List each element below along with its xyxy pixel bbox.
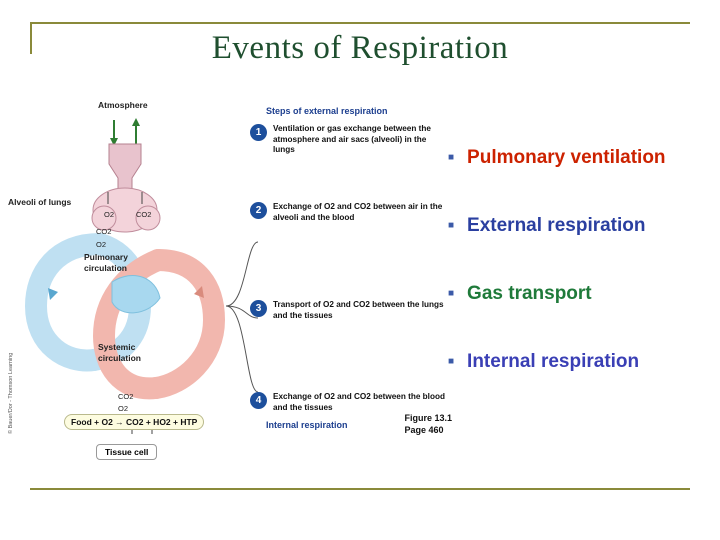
list-item: ■ Gas transport: [448, 282, 720, 308]
figure-caption: Figure 13.1 Page 460: [404, 412, 452, 436]
list-item: ■ Pulmonary ventilation: [448, 146, 720, 172]
bullet-label-gas-transport: Gas transport: [467, 283, 592, 304]
bullet-label-pulmonary-ventilation: Pulmonary ventilation: [467, 147, 666, 168]
step-2: 2 Exchange of O2 and CO2 between air in …: [250, 202, 449, 223]
steps-heading: Steps of external respiration: [266, 106, 388, 116]
bottom-rule: [30, 488, 690, 490]
step-4-number: 4: [250, 392, 267, 409]
step-1-number: 1: [250, 124, 267, 141]
label-alveoli-of-lungs: Alveoli of lungs: [8, 197, 72, 207]
step-2-text: Exchange of O2 and CO2 between air in th…: [273, 202, 443, 222]
label-o2-alveoli: O2: [96, 240, 107, 249]
label-co2-tissue: CO2: [118, 392, 134, 401]
figure-caption-line1: Figure 13.1: [404, 413, 452, 423]
step-3: 3 Transport of O2 and CO2 between the lu…: [250, 300, 449, 321]
label-co2-alveoli: CO2: [96, 227, 112, 236]
step-3-number: 3: [250, 300, 267, 317]
bullet-list: ■ Pulmonary ventilation ■ External respi…: [448, 146, 720, 418]
diagram-graphic: [24, 118, 259, 434]
respiration-diagram: Atmosphere Alveoli of lungs O2 CO2 CO2 O…: [8, 92, 460, 470]
bullet-label-external-respiration: External respiration: [467, 215, 646, 236]
square-bullet-icon: ■: [448, 288, 455, 299]
step-2-number: 2: [250, 202, 267, 219]
square-bullet-icon: ■: [448, 152, 455, 163]
figure-caption-line2: Page 460: [404, 425, 444, 435]
label-pulmonary-circulation: Pulmonary circulation: [84, 252, 128, 273]
label-tissue-cell: Tissue cell: [96, 444, 158, 460]
step-4: 4 Exchange of O2 and CO2 between the blo…: [250, 392, 449, 413]
label-systemic-circulation: Systemic circulation: [98, 342, 141, 363]
square-bullet-icon: ■: [448, 220, 455, 231]
left-rule: [30, 22, 32, 54]
list-item: ■ External respiration: [448, 214, 720, 240]
label-co2-upper: CO2: [136, 210, 152, 219]
list-item: ■ Internal respiration: [448, 350, 720, 376]
top-rule: [30, 22, 690, 24]
label-o2-tissue: O2: [118, 404, 129, 413]
label-atmosphere: Atmosphere: [98, 100, 148, 110]
internal-respiration-label: Internal respiration: [266, 420, 348, 430]
step-1: 1 Ventilation or gas exchange between th…: [250, 124, 449, 156]
figure-credit: © Bauer/Dor - Thomson Learning: [8, 352, 14, 434]
step-3-text: Transport of O2 and CO2 between the lung…: [273, 300, 444, 320]
label-o2-upper: O2: [104, 210, 115, 219]
page-title: Events of Respiration: [211, 30, 509, 66]
bullet-label-internal-respiration: Internal respiration: [467, 351, 640, 372]
cellular-respiration-equation: Food + O2 → CO2 + HO2 + HTP: [64, 414, 205, 430]
step-4-text: Exchange of O2 and CO2 between the blood…: [273, 392, 445, 412]
square-bullet-icon: ■: [448, 356, 455, 367]
step-1-text: Ventilation or gas exchange between the …: [273, 124, 431, 154]
